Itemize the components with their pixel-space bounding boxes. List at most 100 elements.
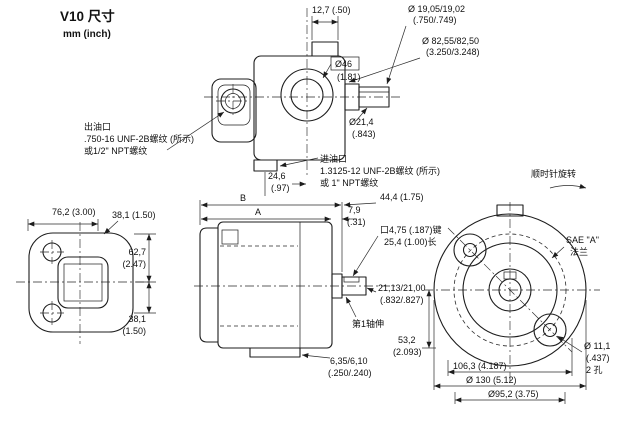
dim-24-6-label: 24,6 — [268, 171, 286, 181]
mounting-boss-top-left — [453, 233, 487, 267]
hole-dia-label: Ø 11,1 — [584, 341, 610, 351]
leader-line — [386, 25, 407, 85]
page-title: V10 尺寸 — [60, 8, 115, 24]
pump-body-top — [253, 55, 346, 161]
rotation-arrow-icon — [549, 183, 587, 189]
dia-82-inch-label: (3.250/3.248) — [426, 47, 480, 57]
outlet-port-block — [211, 78, 257, 143]
flange-port-rect — [63, 263, 103, 302]
dim-24-6-inch-label: (.97) — [271, 183, 290, 193]
front-top-tab — [496, 204, 524, 217]
leader-line — [166, 111, 225, 151]
dia-82-label: Ø 82,55/82,50 — [422, 36, 479, 46]
bottom-port-tab — [249, 347, 301, 358]
dia-shaft-label: 21,13/21,00 — [378, 283, 426, 293]
bolt-circle — [453, 233, 567, 347]
leader-line — [355, 107, 368, 122]
dim-44-4-label: 44,4 (1.75) — [380, 192, 424, 202]
port-block-side — [199, 227, 218, 343]
dia-95-2-label: Ø95,2 (3.75) — [488, 389, 539, 399]
flange-view-dimensions: 76,2 (3.00) 38,1 (1.50) 62,7 (2.47) 38,1… — [27, 207, 156, 336]
leader-line — [345, 296, 357, 318]
leader-line — [343, 202, 377, 208]
dia-shaft-inch-label: (.832/.827) — [380, 295, 424, 305]
leader-line — [556, 335, 583, 353]
dim-53-2-inch-label: (2.093) — [393, 347, 422, 357]
leader-line — [348, 57, 421, 83]
dim-7-9-label: 7,9 — [348, 205, 361, 215]
pilot-diameter-circle — [462, 242, 558, 338]
dim-7-9-inch-label: (.31) — [347, 217, 366, 227]
dim-106-3-label: 106,3 (4.187) — [453, 361, 507, 371]
inlet-note-line2: 1.3125-12 UNF-2B螺纹 (所示) — [320, 165, 440, 176]
basic-dim-box — [330, 56, 360, 71]
mounting-hole-bottom-right — [542, 322, 558, 338]
top-view — [204, 8, 400, 178]
hole-count-label: 2 孔 — [586, 365, 603, 375]
leader-line — [352, 235, 379, 277]
pump-body-side — [217, 221, 333, 349]
top-mounting-tab — [311, 41, 339, 57]
key-note-line1: 口4,75 (.187)键 — [380, 224, 442, 235]
sae-flange-label-line1: SAE "A" — [566, 235, 599, 245]
leader-line — [551, 246, 565, 259]
shaft-extension-label: 第1轴伸 — [352, 318, 384, 329]
front-centerline-diagonal — [447, 227, 573, 353]
inlet-note-line3: 或 1" NPT螺纹 — [320, 177, 378, 188]
leader-line — [301, 353, 331, 359]
dia-21-4-inch-label: (.843) — [352, 129, 376, 139]
dia-130-label: Ø 130 (5.12) — [466, 375, 517, 385]
sae-flange-label-line2: 法兰 — [570, 246, 588, 257]
side-view — [194, 221, 398, 358]
flange-outer-circle — [433, 213, 587, 367]
pilot-circle — [280, 68, 334, 122]
top-view-dimensions: 12,7 (.50) Ø 19,05/19,02 (.750/.749) Ø 8… — [84, 4, 480, 208]
dim-6-35-inch-label: (.250/.240) — [328, 368, 372, 378]
hub-circle — [290, 78, 324, 112]
leader-line — [279, 157, 319, 168]
dim-62-7-label: 62,7 — [128, 247, 146, 257]
dia-19-label: Ø 19,05/19,02 — [408, 4, 465, 14]
leader-line — [322, 63, 332, 79]
leader-line — [103, 220, 119, 235]
flange-inner-boss — [57, 256, 109, 309]
dim-53-2-label: 53,2 — [398, 335, 416, 345]
shaft-key — [343, 276, 360, 283]
dim-6-35-label: 6,35/6,10 — [330, 356, 368, 366]
shaft-top — [358, 86, 390, 108]
mounting-hole-top-left — [462, 242, 478, 258]
dim-a-label: A — [255, 207, 261, 217]
mounting-boss-bottom-right — [533, 313, 567, 347]
dim-38-1-top-label: 38,1 (1.50) — [112, 210, 156, 220]
dia-46-label: Ø46 — [335, 59, 352, 69]
dim-62-7-inch-label: (2.47) — [122, 259, 146, 269]
dia-19-inch-label: (.750/.749) — [413, 15, 457, 25]
leader-line — [366, 287, 377, 293]
dim-38-1-label: 38,1 — [128, 314, 146, 324]
key-slot-front — [503, 271, 517, 280]
outlet-note-line3: 或1/2" NPT螺纹 — [84, 145, 147, 156]
inlet-port-tab — [253, 159, 278, 172]
hole-dia-inch-label: (.437) — [586, 353, 610, 363]
rotation-label: 顺时针旋转 — [531, 168, 576, 179]
key-note-line2: 25,4 (1.00)长 — [384, 236, 437, 247]
outlet-port-boss — [217, 84, 251, 126]
front-view — [424, 202, 600, 382]
hub-circle-front — [488, 268, 532, 312]
side-view-dimensions: B A 7,9 (.31) 口4,75 (.187)键 25,4 (1.00)长… — [199, 193, 442, 378]
dia-46-inch-label: (1.81) — [337, 72, 361, 82]
dim-b-label: B — [240, 193, 246, 203]
flange-view — [16, 222, 150, 344]
outlet-note-line2: .750-16 UNF-2B螺纹 (所示) — [84, 133, 194, 144]
dim-12-7-label: 12,7 (.50) — [312, 5, 351, 15]
flange-outline — [28, 232, 134, 333]
body-detail-rect — [221, 229, 239, 245]
dim-76-2-label: 76,2 (3.00) — [52, 207, 96, 217]
dim-38-1-inch-label: (1.50) — [122, 326, 146, 336]
dia-21-4-label: Ø21,4 — [349, 117, 374, 127]
outlet-note-line1: 出油口 — [84, 121, 111, 132]
front-view-dimensions: 顺时针旋转 SAE "A" 法兰 Ø 11,1 (.437) 2 孔 53,2 … — [393, 168, 610, 404]
inlet-note-line1: 进油口 — [320, 153, 347, 164]
